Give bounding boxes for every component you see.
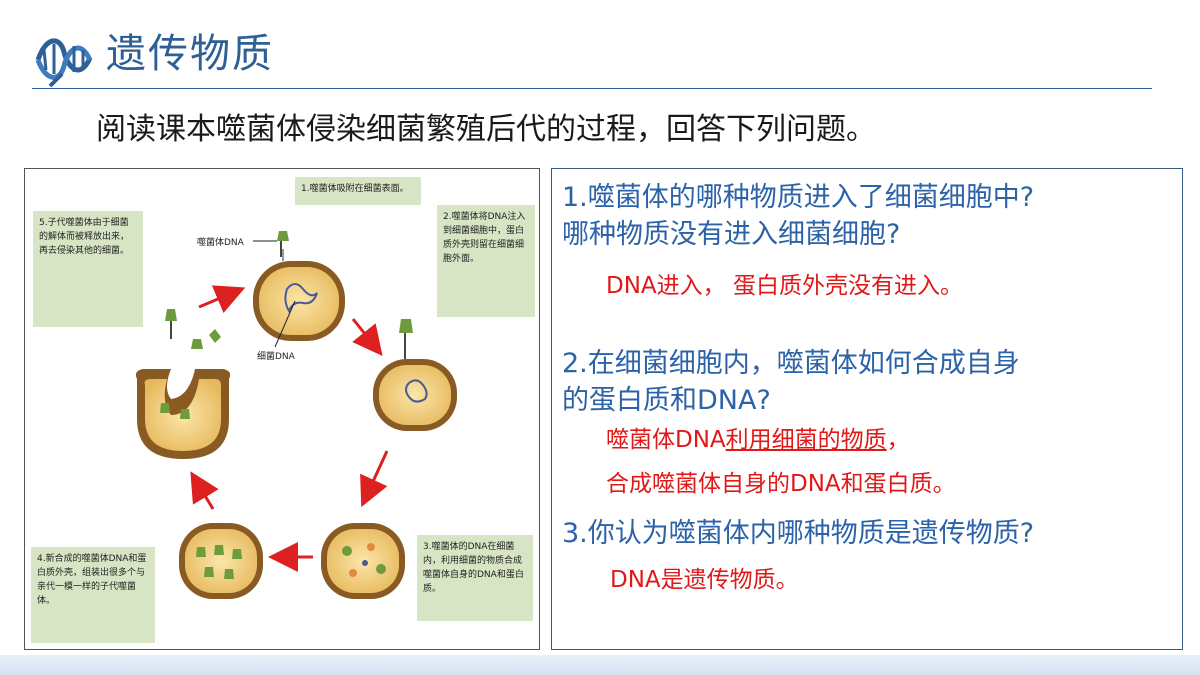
- answer-2-underlined: 利用细菌的物质: [725, 427, 887, 453]
- slide-title: 遗传物质: [106, 31, 274, 77]
- lifecycle-illustration: [135, 231, 457, 599]
- title-divider: [32, 88, 1152, 89]
- bacterium-stage-3: [321, 523, 405, 599]
- arrow-4-5: [190, 471, 219, 510]
- caption-step-4: 4.新合成的噬菌体DNA和蛋白质外壳，组装出很多个与亲代一模一样的子代噬菌体。: [31, 547, 155, 643]
- answer-2-line-1: 噬菌体DNA利用细菌的物质，: [606, 425, 910, 455]
- answer-2-part-3: ，: [886, 427, 910, 453]
- bacterium-stage-4: [179, 523, 263, 599]
- answer-2-part-1: 噬菌体DNA: [606, 427, 726, 453]
- label-phage-dna: 噬菌体DNA: [197, 238, 244, 248]
- bacterium-stage-1: [253, 231, 345, 341]
- answer-2-line-2: 合成噬菌体自身的DNA和蛋白质。: [606, 471, 956, 497]
- label-bacteria-dna: 细菌DNA: [257, 352, 295, 362]
- question-1-line-2: 哪种物质没有进入细菌细胞?: [562, 219, 901, 250]
- question-1-line-1: 1.噬菌体的哪种物质进入了细菌细胞中?: [562, 182, 1035, 213]
- question-2-line-2: 的蛋白质和DNA?: [562, 385, 771, 416]
- arrow-5-1: [198, 285, 246, 313]
- bacterium-stage-2: [373, 319, 457, 431]
- dna-helix-icon: [35, 38, 93, 88]
- caption-step-3: 3.噬菌体的DNA在细菌内，利用细菌的物质合成噬菌体自身的DNA和蛋白质。: [417, 535, 533, 621]
- qa-panel: 1.噬菌体的哪种物质进入了细菌细胞中? 哪种物质没有进入细菌细胞? DNA进入，…: [551, 168, 1183, 650]
- answer-3: DNA是遗传物质。: [610, 567, 799, 593]
- caption-step-2: 2.噬菌体将DNA注入到细菌细胞中，蛋白质外壳则留在细菌细胞外面。: [437, 205, 535, 317]
- caption-step-1: 1.噬菌体吸附在细菌表面。: [295, 177, 421, 205]
- footer-band: [0, 655, 1200, 675]
- instruction-text: 阅读课本噬菌体侵染细菌繁殖后代的过程，回答下列问题。: [96, 112, 876, 147]
- caption-step-5: 5.子代噬菌体由于细菌的解体而被释放出来，再去侵染其他的细菌。: [33, 211, 143, 327]
- question-2-line-1: 2.在细菌细胞内，噬菌体如何合成自身: [562, 348, 1020, 379]
- arrow-2-3: [360, 450, 389, 508]
- phage-lifecycle-diagram: 1.噬菌体吸附在细菌表面。 2.噬菌体将DNA注入到细菌细胞中，蛋白质外壳则留在…: [24, 168, 540, 650]
- arrow-1-2: [351, 318, 383, 357]
- bacterium-stage-5: [135, 309, 231, 459]
- question-3: 3.你认为噬菌体内哪种物质是遗传物质?: [562, 518, 1035, 549]
- answer-1: DNA进入， 蛋白质外壳没有进入。: [606, 273, 963, 299]
